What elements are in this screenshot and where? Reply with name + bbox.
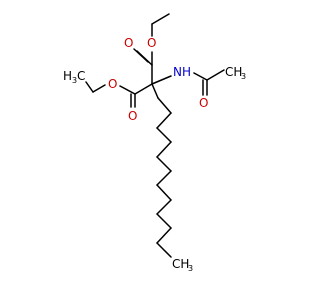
atom-o-left-carbonyl: O — [128, 109, 137, 123]
methyl-left-c: C — [77, 69, 85, 83]
bond — [156, 170, 172, 186]
methyl-left-h: H — [63, 69, 72, 83]
molecule-svg: O O O O NH O H 3 C CH 3 CH 3 — [63, 13, 246, 273]
bond — [156, 141, 172, 158]
bond — [151, 75, 172, 85]
bond — [133, 48, 149, 63]
bond — [206, 69, 225, 81]
bond — [151, 13, 170, 25]
methyl-right-sub: 3 — [241, 72, 246, 81]
bond — [156, 184, 172, 201]
atom-nh: NH — [173, 65, 191, 79]
bond — [156, 227, 172, 244]
bond — [119, 85, 136, 95]
bond — [85, 81, 94, 93]
methyl-bottom-sub: 3 — [188, 264, 193, 273]
bond — [156, 127, 172, 143]
bond — [156, 242, 172, 258]
atom-o-top-link: O — [147, 36, 156, 50]
bond — [193, 72, 208, 81]
methyl-right-ch: CH — [225, 65, 242, 79]
bond — [151, 83, 159, 99]
bond — [156, 199, 172, 215]
bond — [92, 84, 106, 93]
bond — [156, 156, 172, 172]
bond — [156, 112, 172, 129]
bond — [156, 213, 172, 229]
bond — [157, 97, 172, 114]
methyl-bottom-ch: CH — [172, 257, 189, 271]
atom-o-left-link: O — [108, 77, 117, 91]
bond — [134, 83, 153, 95]
structure-diagram: O O O O NH O H 3 C CH 3 CH 3 — [63, 13, 246, 273]
atom-o-amide: O — [199, 96, 208, 110]
methyl-left-sub: 3 — [72, 76, 77, 85]
atom-o-top-carbonyl: O — [124, 36, 133, 50]
